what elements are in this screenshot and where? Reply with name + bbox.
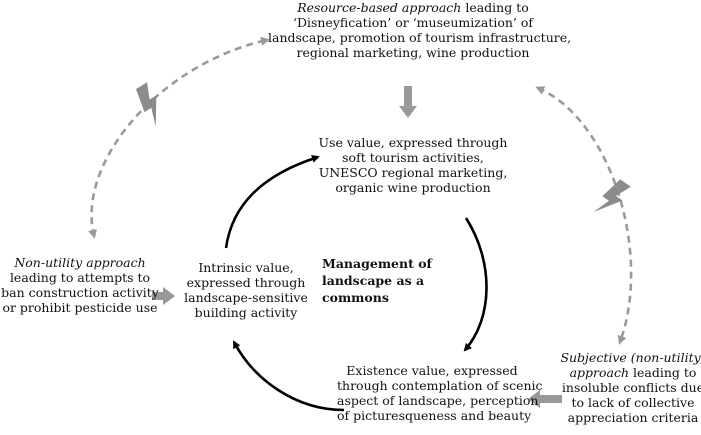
resource-based-approach-box: Resource-based approach leading to ‘Disn… (268, 0, 572, 60)
existence-value-box: Existence value, expressed through conte… (337, 363, 543, 423)
cycle-arrow-existence-to-intrinsic (232, 340, 345, 412)
management-center-label: Management of landscape as a commons (322, 256, 432, 305)
dashed-arrow-left (88, 36, 270, 239)
block-arrow-icon (528, 390, 562, 408)
block-arrow-icon (152, 287, 175, 305)
non-utility-heading: Non-utility approach (14, 255, 146, 270)
non-utility-approach-box: Non-utility approach leading to attempts… (1, 255, 159, 315)
cycle-arrow-use-to-existence (463, 217, 488, 352)
resource-heading: Resource-based approach (297, 0, 462, 15)
lightning-bolt-icon (593, 179, 631, 213)
subjective-heading: Subjective (non-utility) (560, 350, 701, 365)
use-value-box: Use value, expressed through soft touris… (318, 135, 508, 195)
cycle-arrow-intrinsic-to-use (224, 155, 320, 249)
lightning-bolt-icon (136, 82, 157, 127)
dashed-arrow-right (535, 86, 633, 345)
intrinsic-value-box: Intrinsic value, expressed through lands… (184, 260, 308, 320)
block-arrow-icon (399, 86, 417, 118)
subjective-approach-box: Subjective (non-utility) approach leadin… (558, 350, 701, 425)
